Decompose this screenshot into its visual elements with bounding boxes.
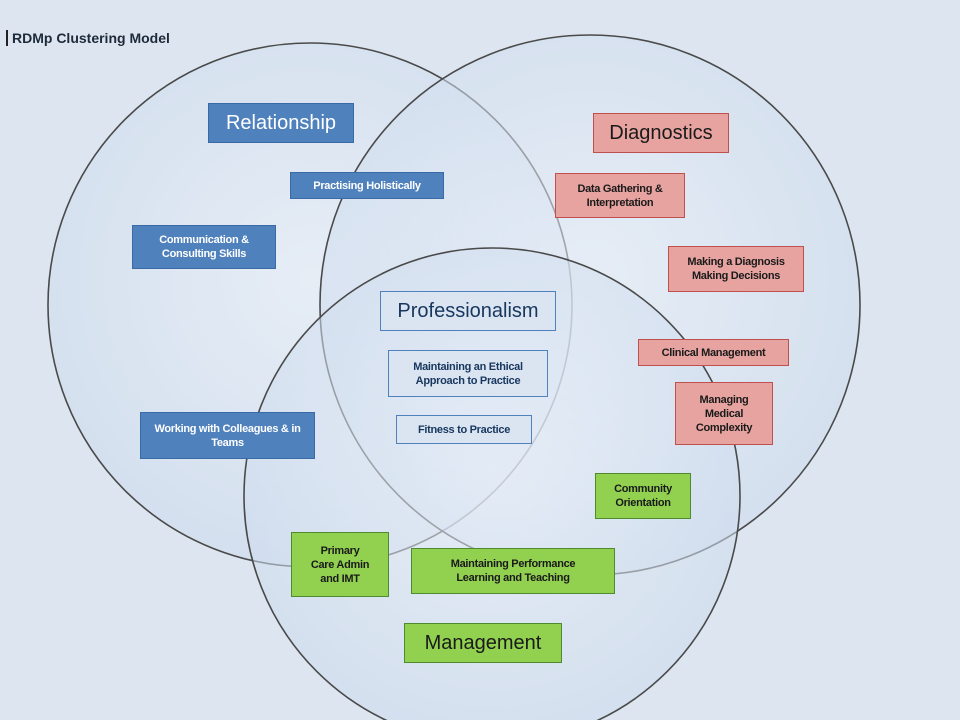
practising-holistically-box: Practising Holistically — [290, 172, 444, 199]
diagram-title: RDMp Clustering Model — [6, 30, 170, 46]
communication-box: Communication & Consulting Skills — [132, 225, 276, 269]
relationship-label: Relationship — [208, 103, 354, 143]
managing-complexity-box: Managing Medical Complexity — [675, 382, 773, 445]
making-diagnosis-box: Making a Diagnosis Making Decisions — [668, 246, 804, 292]
primary-care-admin-box: Primary Care Admin and IMT — [291, 532, 389, 597]
fitness-to-practice-box: Fitness to Practice — [396, 415, 532, 444]
working-with-colleagues-box: Working with Colleagues & in Teams — [140, 412, 315, 459]
management-label: Management — [404, 623, 562, 663]
diagnostics-label: Diagnostics — [593, 113, 729, 153]
community-orientation-box: Community Orientation — [595, 473, 691, 519]
data-gathering-box: Data Gathering & Interpretation — [555, 173, 685, 218]
maintaining-performance-box: Maintaining Performance Learning and Tea… — [411, 548, 615, 594]
professionalism-label: Professionalism — [380, 291, 556, 331]
ethical-approach-box: Maintaining an Ethical Approach to Pract… — [388, 350, 548, 397]
management-circle — [243, 247, 741, 720]
clinical-management-box: Clinical Management — [638, 339, 789, 366]
